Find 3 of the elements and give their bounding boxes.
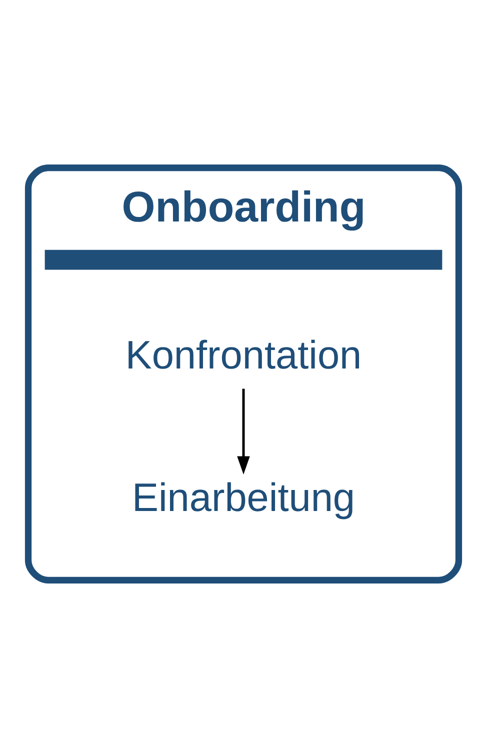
node-text: Einarbeitung	[132, 476, 356, 520]
node-text: Konfrontation	[125, 334, 362, 378]
arrow	[237, 388, 250, 474]
